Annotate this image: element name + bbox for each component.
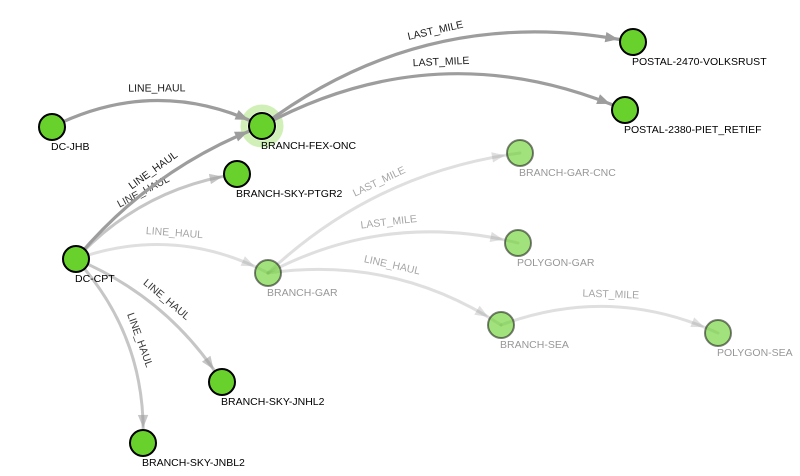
edge-label: LINE_HAUL: [128, 82, 185, 94]
node-label: BRANCH-SKY-JNBL2: [142, 457, 245, 469]
edges-layer: LINE_HAUL LAST_MILE LAST_MILE LINE_HAUL LAST…: [50, 19, 720, 445]
node-label: POLYGON-GAR: [517, 257, 595, 269]
node-label: POSTAL-2470-VOLKSRUST: [632, 56, 767, 68]
edge-label: LAST_MILE: [360, 213, 418, 232]
node-label: DC-CPT: [75, 273, 115, 285]
edge-path-last_mile[interactable]: [266, 151, 522, 275]
arrowhead: [489, 231, 504, 243]
arrowhead: [201, 355, 214, 370]
arrowhead: [596, 94, 611, 104]
node-label: POLYGON-SEA: [717, 347, 793, 359]
selection-halo: [240, 104, 284, 148]
node-BRANCH-SKY-JNBL2[interactable]: [129, 429, 157, 457]
edge-BRANCH-SEA-POLYGON-SEA: LAST_MILE: [499, 287, 720, 335]
node-POLYGON-GAR[interactable]: [504, 229, 532, 257]
node-POSTAL-2380-PIET_RETIEF[interactable]: [611, 96, 639, 124]
edge-DC-JHB-BRANCH-FEX-ONC: LINE_HAUL: [50, 82, 264, 129]
node-label: BRANCH-SKY-PTGR2: [236, 188, 343, 200]
halo-layer: [240, 104, 284, 148]
node-label: BRANCH-SEA: [500, 339, 569, 351]
node-label: BRANCH-GAR: [267, 287, 338, 299]
node-BRANCH-GAR[interactable]: [254, 259, 282, 287]
arrowhead: [137, 414, 149, 428]
node-label: BRANCH-SKY-JNHL2: [221, 396, 325, 408]
arrowhead: [234, 131, 249, 142]
node-BRANCH-SKY-PTGR2[interactable]: [223, 160, 251, 188]
arrowhead: [491, 152, 505, 163]
edge-DC-CPT-BRANCH-SKY-PTGR2: LINE_HAUL: [74, 172, 239, 261]
nodes-layer: [38, 28, 732, 457]
node-label: BRANCH-FEX-ONC: [261, 140, 357, 152]
edge-path-line_haul[interactable]: [50, 98, 264, 129]
edge-path-last_mile[interactable]: [266, 230, 520, 275]
arrowhead: [474, 305, 489, 317]
edge-DC-CPT-BRANCH-GAR: LINE_HAUL: [74, 225, 270, 275]
node-POSTAL-2470-VOLKSRUST[interactable]: [619, 28, 647, 56]
arrowhead: [234, 109, 249, 120]
edge-label: LAST_MILE: [412, 55, 469, 69]
edge-path-line_haul[interactable]: [74, 257, 145, 445]
node-DC-CPT[interactable]: [62, 245, 90, 273]
edge-label: LINE_HAUL: [145, 225, 203, 241]
edge-path-last_mile[interactable]: [260, 30, 635, 128]
edge-path-line_haul[interactable]: [74, 124, 264, 261]
arrowhead: [604, 31, 619, 43]
node-BRANCH-SKY-JNHL2[interactable]: [208, 368, 236, 396]
node-label: DC-JHB: [51, 141, 90, 153]
edge-path-last_mile[interactable]: [260, 72, 627, 128]
node-BRANCH-FEX-ONC[interactable]: [248, 112, 276, 140]
node-POLYGON-SEA[interactable]: [704, 319, 732, 347]
edge-label: LINE_HAUL: [124, 311, 155, 369]
node-label: BRANCH-GAR-CNC: [519, 167, 616, 179]
arrowhead: [240, 256, 255, 267]
arrowhead: [690, 317, 705, 328]
node-DC-JHB[interactable]: [38, 113, 66, 141]
edge-BRANCH-FEX-ONC-POSTAL-2380-PIET_RETIEF: LAST_MILE: [260, 55, 627, 128]
node-labels-layer: DC-JHB BRANCH-FEX-ONC POSTAL-2470-VOLKSRUS…: [51, 56, 793, 469]
node-BRANCH-GAR-CNC[interactable]: [506, 139, 534, 167]
edge-path-line_haul[interactable]: [74, 242, 270, 275]
edge-label: LAST_MILE: [582, 287, 639, 301]
node-label: POSTAL-2380-PIET_RETIEF: [624, 124, 762, 136]
edge-path-line_haul[interactable]: [266, 267, 503, 327]
arrowhead: [208, 173, 223, 185]
edge-path-last_mile[interactable]: [499, 304, 720, 335]
node-BRANCH-SEA[interactable]: [487, 311, 515, 339]
